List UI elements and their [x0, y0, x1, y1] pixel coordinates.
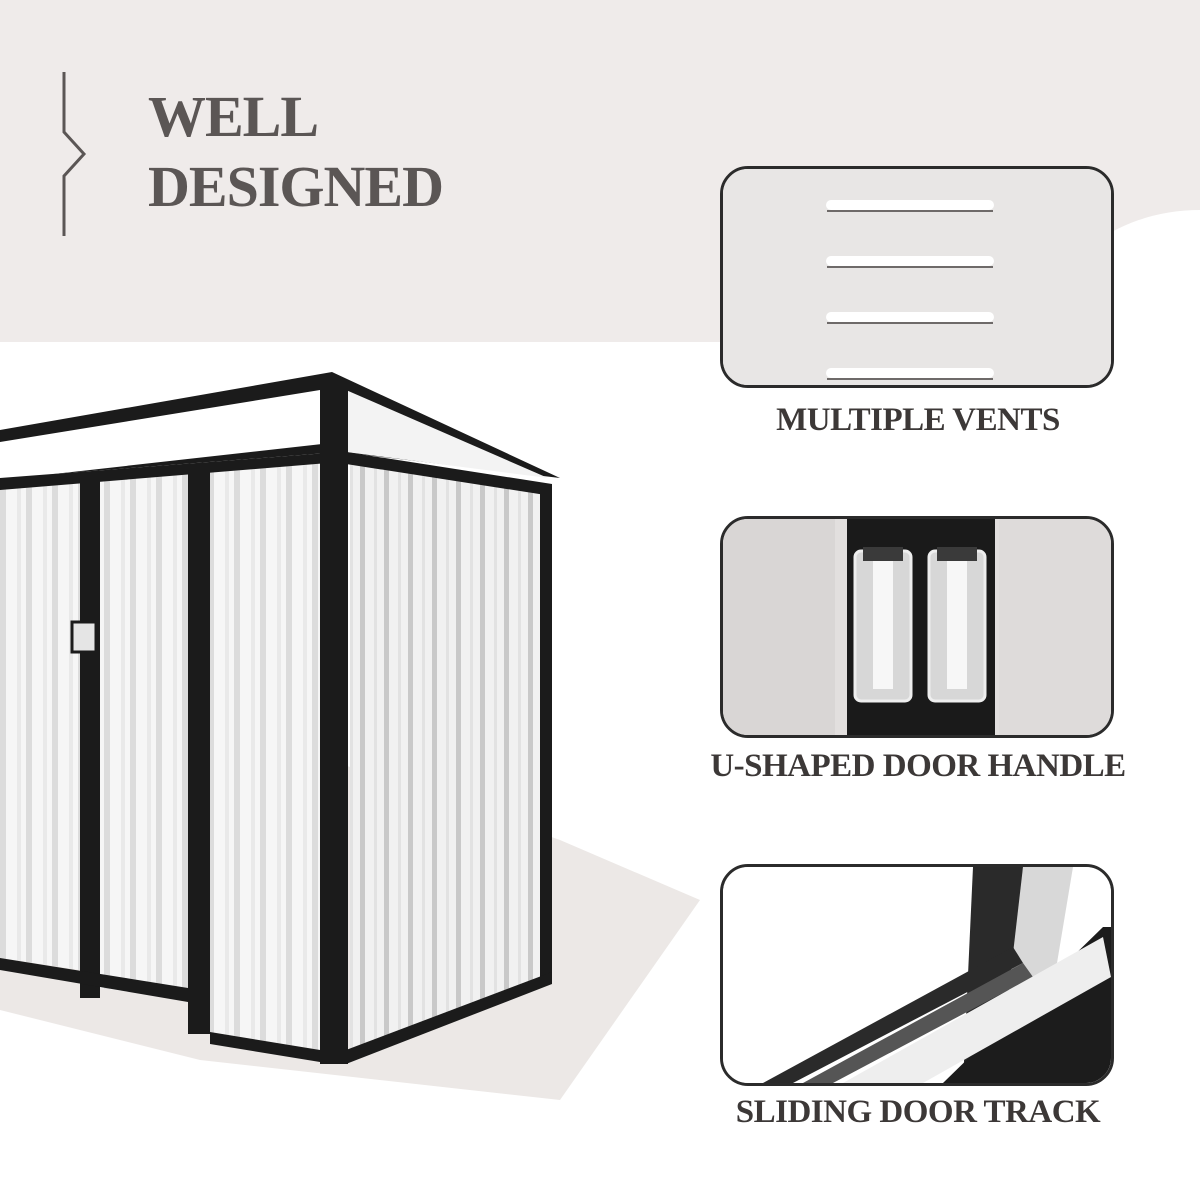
door-handle-caption: U-SHAPED DOOR HANDLE [710, 748, 1126, 784]
title-line-2: DESIGNED [148, 154, 444, 219]
door-handle-card [720, 516, 1114, 738]
vents-card [720, 166, 1114, 388]
vents-caption: MULTIPLE VENTS [776, 402, 1060, 438]
title-line-1: WELL [148, 84, 319, 149]
door-handle-detail-icon [723, 519, 1111, 735]
door-track-detail-icon [723, 867, 1111, 1083]
vent-detail-icon [723, 169, 1111, 385]
shed-image [0, 372, 560, 1064]
page-title: WELL DESIGNED [148, 82, 444, 222]
door-track-caption: SLIDING DOOR TRACK [735, 1094, 1101, 1130]
chevron-divider-icon [62, 72, 87, 236]
door-track-card [720, 864, 1114, 1086]
